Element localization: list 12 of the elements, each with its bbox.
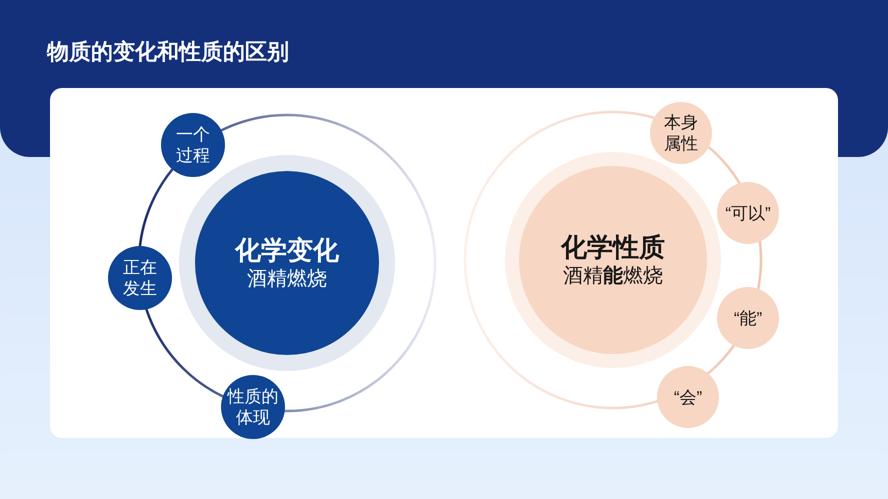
circle-heading: 化学变化: [235, 234, 339, 266]
circle-label: “能”: [734, 308, 762, 328]
circle-label: “可以”: [725, 202, 771, 224]
circle-label: 正在发生: [122, 257, 158, 299]
circle-label: “会”: [674, 386, 702, 408]
circle-heading: 化学性质: [561, 231, 665, 263]
circle-text: 酒精能燃烧: [563, 264, 663, 289]
circle-text: 酒精燃烧: [247, 267, 327, 292]
circle-label: 本身属性: [663, 112, 699, 154]
circle-label: 性质的体现: [226, 386, 280, 428]
slide-title: 物质的变化和性质的区别: [47, 38, 289, 66]
circle-label: 一个过程: [175, 124, 211, 166]
